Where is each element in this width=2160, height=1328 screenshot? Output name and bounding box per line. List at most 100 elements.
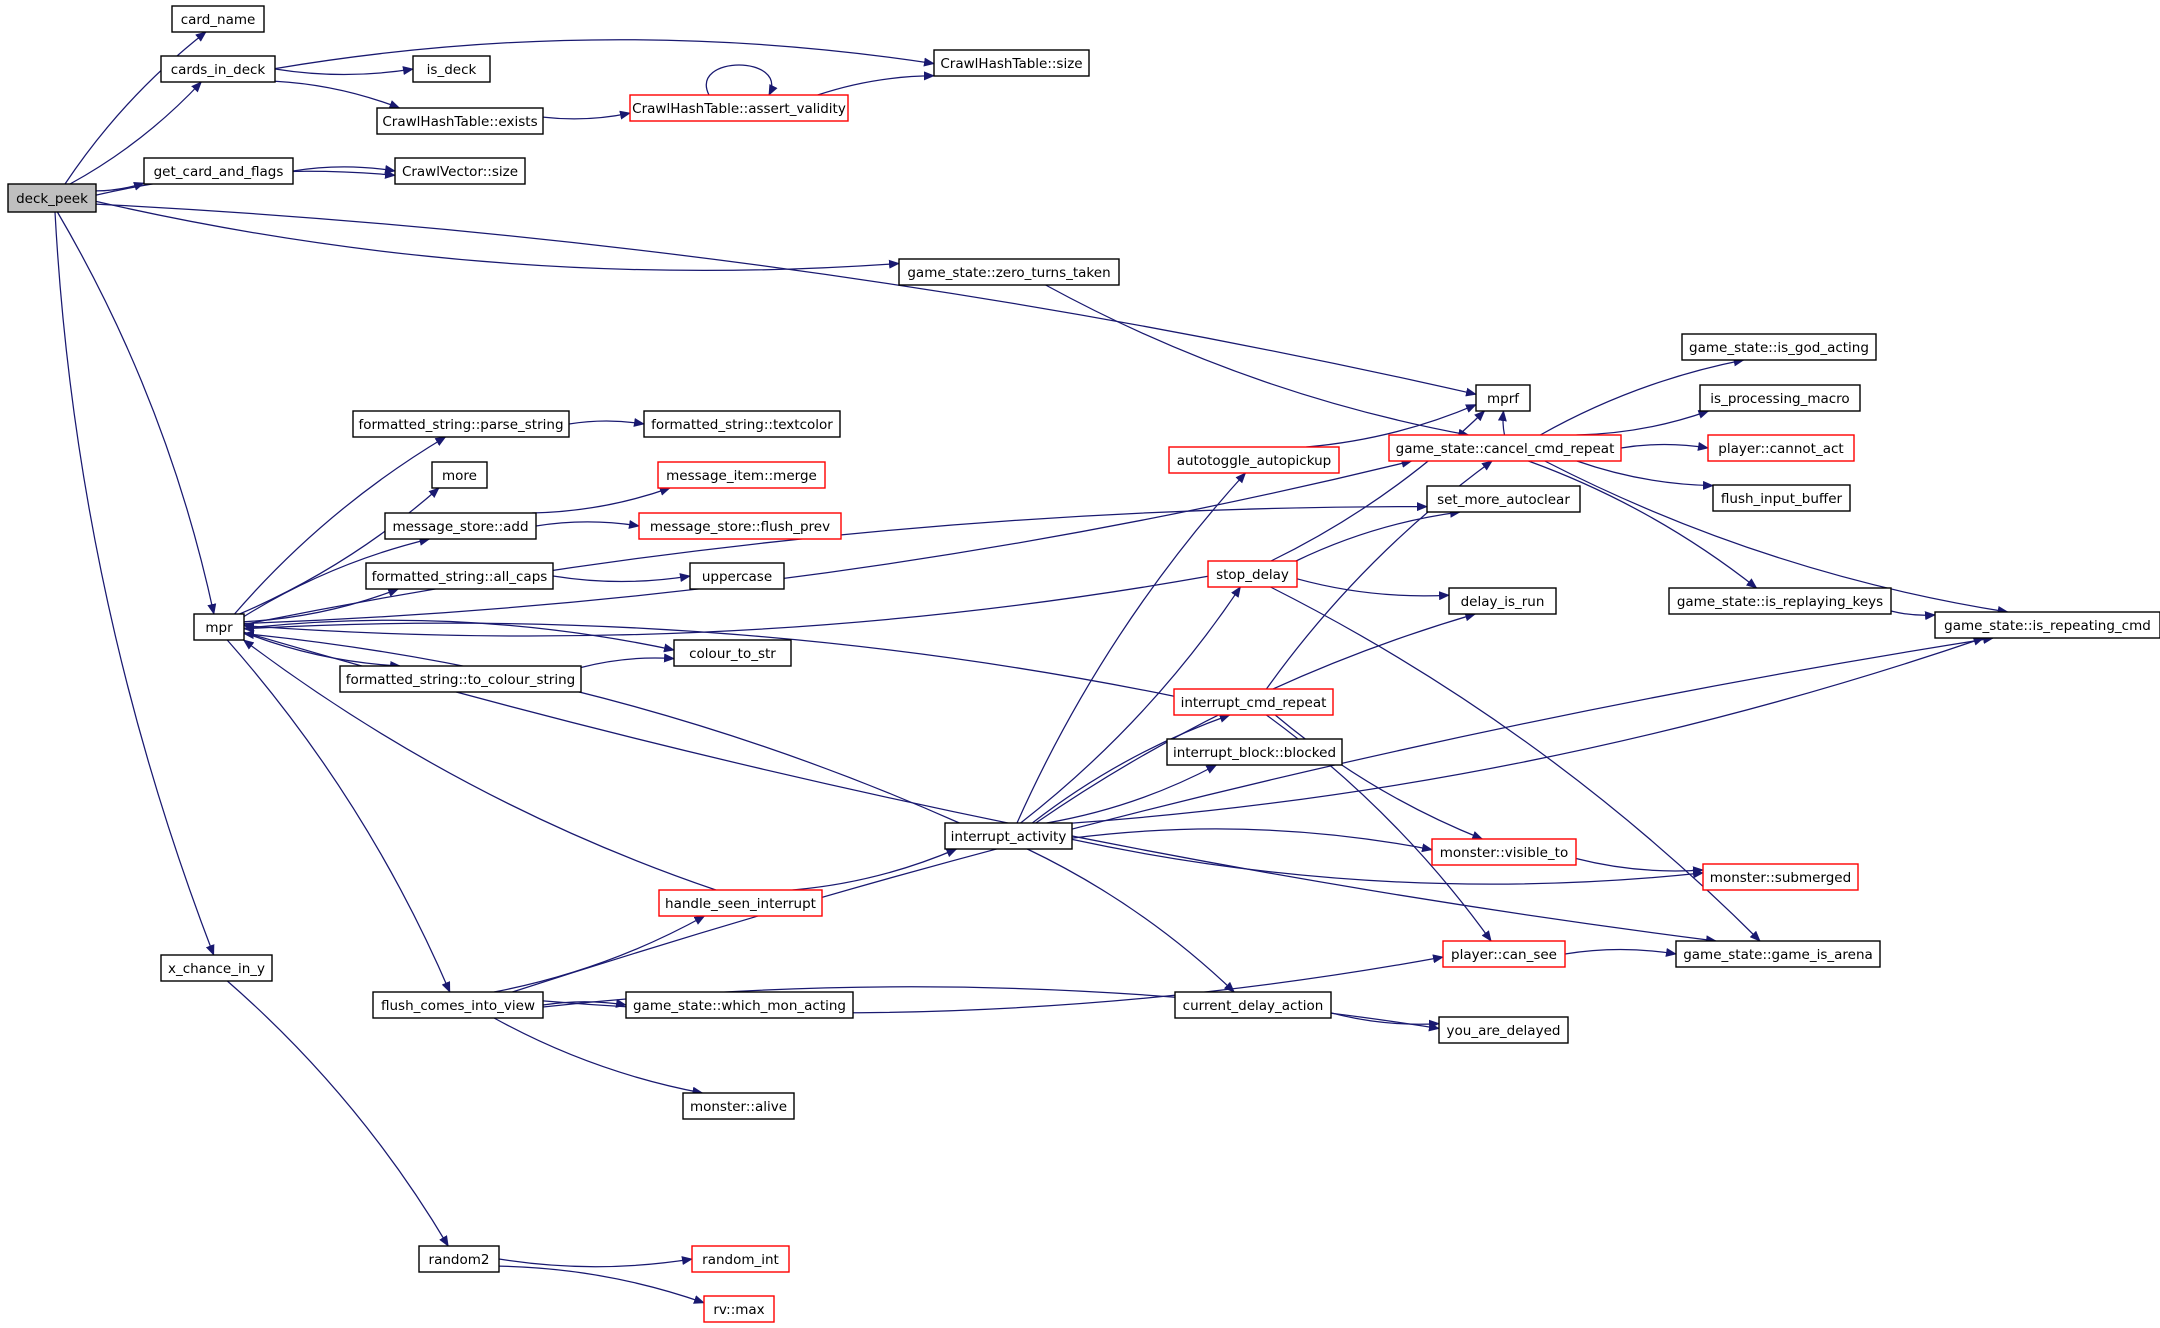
edge-x_chance_in_y-to-random2 bbox=[226, 980, 449, 1247]
node-mpr[interactable]: mpr bbox=[193, 613, 245, 641]
node-box bbox=[1448, 587, 1557, 615]
node-card-name[interactable]: card_name bbox=[171, 5, 265, 33]
node-is-deck[interactable]: is_deck bbox=[412, 55, 491, 83]
edge-interrupt_activity-to-submerged bbox=[1071, 838, 1704, 885]
node-textcolor[interactable]: formatted_string::textcolor bbox=[643, 410, 841, 438]
node-current-delay-action[interactable]: current_delay_action bbox=[1174, 991, 1332, 1019]
node-box bbox=[1442, 940, 1566, 968]
node-is-processing-macro[interactable]: is_processing_macro bbox=[1699, 384, 1861, 412]
node-x-chance-in-y[interactable]: x_chance_in_y bbox=[160, 954, 273, 982]
node-all-caps[interactable]: formatted_string::all_caps bbox=[365, 562, 554, 590]
node-you-are-delayed[interactable]: you_are_delayed bbox=[1438, 1016, 1569, 1044]
node-visible-to[interactable]: monster::visible_to bbox=[1431, 838, 1577, 866]
node-label: CrawlVector::size bbox=[402, 164, 518, 180]
node-label: player::cannot_act bbox=[1718, 441, 1843, 457]
node-label: message_store::flush_prev bbox=[650, 519, 830, 535]
node-label: deck_peek bbox=[16, 191, 88, 207]
node-autotoggle[interactable]: autotoggle_autopickup bbox=[1168, 446, 1340, 474]
node-monster-alive[interactable]: monster::alive bbox=[682, 1092, 795, 1120]
edge-is_replaying_keys-to-is_repeating_cmd bbox=[1890, 610, 1936, 621]
node-label: monster::alive bbox=[690, 1099, 787, 1115]
node-game-is-arena[interactable]: game_state::game_is_arena bbox=[1675, 940, 1881, 968]
node-label: game_state::is_replaying_keys bbox=[1677, 594, 1883, 610]
node-delay-is-run[interactable]: delay_is_run bbox=[1448, 587, 1557, 615]
node-box bbox=[1681, 333, 1877, 361]
node-label: CrawlHashTable::exists bbox=[382, 114, 537, 130]
node-zero-turns[interactable]: game_state::zero_turns_taken bbox=[898, 258, 1120, 286]
node-label: get_card_and_flags bbox=[154, 164, 284, 180]
node-submerged[interactable]: monster::submerged bbox=[1702, 863, 1859, 891]
node-label: game_state::is_god_acting bbox=[1689, 340, 1869, 356]
node-more[interactable]: more bbox=[431, 461, 488, 489]
node-box bbox=[657, 461, 826, 489]
edge-mpr-to-game_is_arena bbox=[243, 631, 1717, 945]
edge-hash_assert-to-hash_assert bbox=[705, 64, 778, 96]
node-hash-exists[interactable]: CrawlHashTable::exists bbox=[376, 107, 544, 135]
node-deck-peek[interactable]: deck_peek bbox=[7, 183, 97, 213]
node-label: formatted_string::textcolor bbox=[651, 417, 833, 433]
edge-interrupt_cmd_repeat-to-mpr bbox=[243, 622, 1175, 697]
node-handle-seen-interrupt[interactable]: handle_seen_interrupt bbox=[658, 889, 823, 917]
node-mprf[interactable]: mprf bbox=[1475, 384, 1531, 412]
node-label: uppercase bbox=[702, 569, 772, 585]
node-box bbox=[1166, 738, 1343, 766]
node-label: game_state::is_repeating_cmd bbox=[1944, 618, 2151, 634]
node-vector-size[interactable]: CrawlVector::size bbox=[394, 157, 526, 185]
node-which-mon-acting[interactable]: game_state::which_mon_acting bbox=[625, 991, 854, 1019]
node-set-more-autoclear[interactable]: set_more_autoclear bbox=[1426, 485, 1581, 513]
node-hash-assert[interactable]: CrawlHashTable::assert_validity bbox=[629, 94, 849, 122]
node-is-god-acting[interactable]: game_state::is_god_acting bbox=[1681, 333, 1877, 361]
edge-random2-to-rv_max bbox=[498, 1265, 705, 1304]
node-msg-add[interactable]: message_store::add bbox=[384, 512, 537, 540]
node-flush-comes[interactable]: flush_comes_into_view bbox=[372, 991, 544, 1019]
node-interrupt-activity[interactable]: interrupt_activity bbox=[944, 822, 1073, 850]
node-label: mpr bbox=[205, 620, 233, 636]
node-random2[interactable]: random2 bbox=[418, 1245, 500, 1273]
node-uppercase[interactable]: uppercase bbox=[689, 562, 785, 590]
edge-interrupt_cmd_repeat-to-visible_to bbox=[1274, 714, 1484, 840]
node-box bbox=[1668, 587, 1892, 615]
edge-deck_peek-to-card_name bbox=[64, 31, 207, 185]
node-box bbox=[412, 55, 491, 83]
node-interrupt-blocked[interactable]: interrupt_block::blocked bbox=[1166, 738, 1343, 766]
node-label: is_deck bbox=[427, 62, 477, 78]
node-box bbox=[689, 562, 785, 590]
node-hash-size[interactable]: CrawlHashTable::size bbox=[933, 49, 1090, 77]
node-colour-to-str[interactable]: colour_to_str bbox=[673, 639, 792, 667]
node-box bbox=[1168, 446, 1340, 474]
node-to-colour-string[interactable]: formatted_string::to_colour_string bbox=[339, 665, 582, 693]
node-cancel-cmd-repeat[interactable]: game_state::cancel_cmd_repeat bbox=[1388, 434, 1622, 462]
node-msg-flush-prev[interactable]: message_store::flush_prev bbox=[638, 512, 842, 540]
node-label: interrupt_activity bbox=[951, 829, 1067, 845]
node-rv-max[interactable]: rv::max bbox=[703, 1295, 775, 1323]
node-is-repeating-cmd[interactable]: game_state::is_repeating_cmd bbox=[1934, 611, 2160, 639]
node-can-see[interactable]: player::can_see bbox=[1442, 940, 1566, 968]
node-interrupt-cmd-repeat[interactable]: interrupt_cmd_repeat bbox=[1173, 688, 1334, 716]
node-label: set_more_autoclear bbox=[1437, 492, 1570, 508]
edge-interrupt_activity-to-autotoggle bbox=[1016, 472, 1247, 824]
node-parse-string[interactable]: formatted_string::parse_string bbox=[352, 410, 570, 438]
node-stop-delay[interactable]: stop_delay bbox=[1207, 560, 1298, 588]
edge-msg_add-to-msg_merge bbox=[532, 487, 671, 514]
node-box bbox=[1207, 560, 1298, 588]
node-box bbox=[418, 1245, 500, 1273]
node-flush-input-buffer[interactable]: flush_input_buffer bbox=[1712, 484, 1851, 512]
edge-flush_comes-to-handle_seen_interrupt bbox=[493, 915, 706, 993]
node-random-int[interactable]: random_int bbox=[691, 1245, 790, 1273]
edge-interrupt_activity-to-visible_to bbox=[1071, 828, 1433, 853]
node-msg-merge[interactable]: message_item::merge bbox=[657, 461, 826, 489]
node-label: x_chance_in_y bbox=[168, 961, 265, 977]
node-label: flush_comes_into_view bbox=[381, 998, 535, 1014]
node-is-replaying-keys[interactable]: game_state::is_replaying_keys bbox=[1668, 587, 1892, 615]
node-cards-in-deck[interactable]: cards_in_deck bbox=[160, 55, 276, 83]
node-get-card-and-flags[interactable]: get_card_and_flags bbox=[143, 157, 294, 185]
node-box bbox=[7, 183, 97, 213]
node-box bbox=[352, 410, 570, 438]
edge-mpr-to-to_colour_string bbox=[243, 631, 402, 670]
edge-mpr-to-parse_string bbox=[234, 436, 447, 615]
node-label: game_state::cancel_cmd_repeat bbox=[1396, 441, 1615, 457]
node-label: game_state::zero_turns_taken bbox=[907, 265, 1110, 281]
node-cannot-act[interactable]: player::cannot_act bbox=[1707, 434, 1855, 462]
node-label: interrupt_block::blocked bbox=[1173, 745, 1336, 761]
